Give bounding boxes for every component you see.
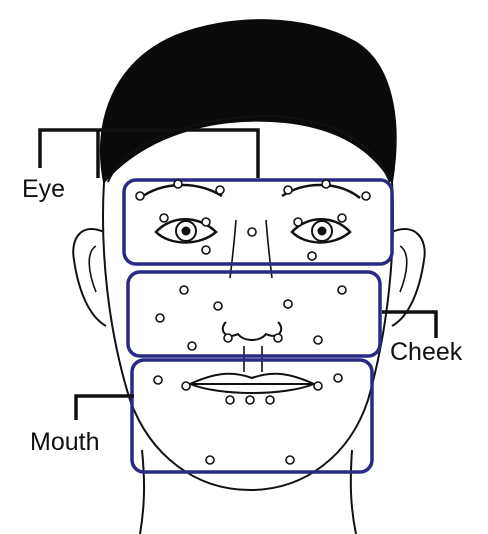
landmark-point [248, 228, 256, 236]
landmark-point [224, 334, 232, 342]
landmark-point [182, 382, 190, 390]
landmark-point [308, 252, 316, 260]
head-outline [103, 182, 393, 490]
landmark-point [214, 302, 222, 310]
landmark-point [294, 218, 302, 226]
landmark-point [202, 246, 210, 254]
landmark-point [216, 186, 224, 194]
landmark-point [266, 396, 274, 404]
nose-bridge-left [230, 220, 236, 278]
mouth-label: Mouth [30, 428, 99, 456]
landmark-point [338, 286, 346, 294]
hair [101, 20, 396, 182]
landmark-point [136, 192, 144, 200]
cheek-label: Cheek [390, 338, 463, 366]
landmark-point [338, 214, 346, 222]
left-ear [73, 229, 106, 326]
right-ear-inner [400, 246, 407, 292]
cheek-leader-line [382, 312, 436, 338]
landmark-point [206, 456, 214, 464]
landmark-point [160, 214, 168, 222]
left-ear-inner [89, 246, 96, 292]
right-eyebrow [282, 185, 360, 198]
landmark-point [180, 286, 188, 294]
landmark-point [334, 374, 342, 382]
landmark-point [284, 300, 292, 308]
landmark-point [188, 342, 196, 350]
landmark-point [202, 218, 210, 226]
eye-label: Eye [22, 175, 65, 203]
neck-right [351, 450, 356, 534]
landmark-point [286, 456, 294, 464]
landmark-point [322, 180, 330, 188]
landmark-point [362, 192, 370, 200]
landmark-point [314, 382, 322, 390]
landmark-point [314, 336, 322, 344]
mouth-leader-line [76, 396, 134, 420]
landmark-point [274, 334, 282, 342]
landmark-point [284, 186, 292, 194]
landmark-point [174, 180, 182, 188]
cheek-region-box [128, 272, 380, 356]
landmark-point [156, 314, 164, 322]
landmark-point [154, 376, 162, 384]
landmark-point [226, 396, 234, 404]
mouth-shape [190, 374, 314, 393]
neck-left [140, 450, 144, 534]
nose-bridge-right [266, 220, 272, 278]
landmark-point [246, 396, 254, 404]
